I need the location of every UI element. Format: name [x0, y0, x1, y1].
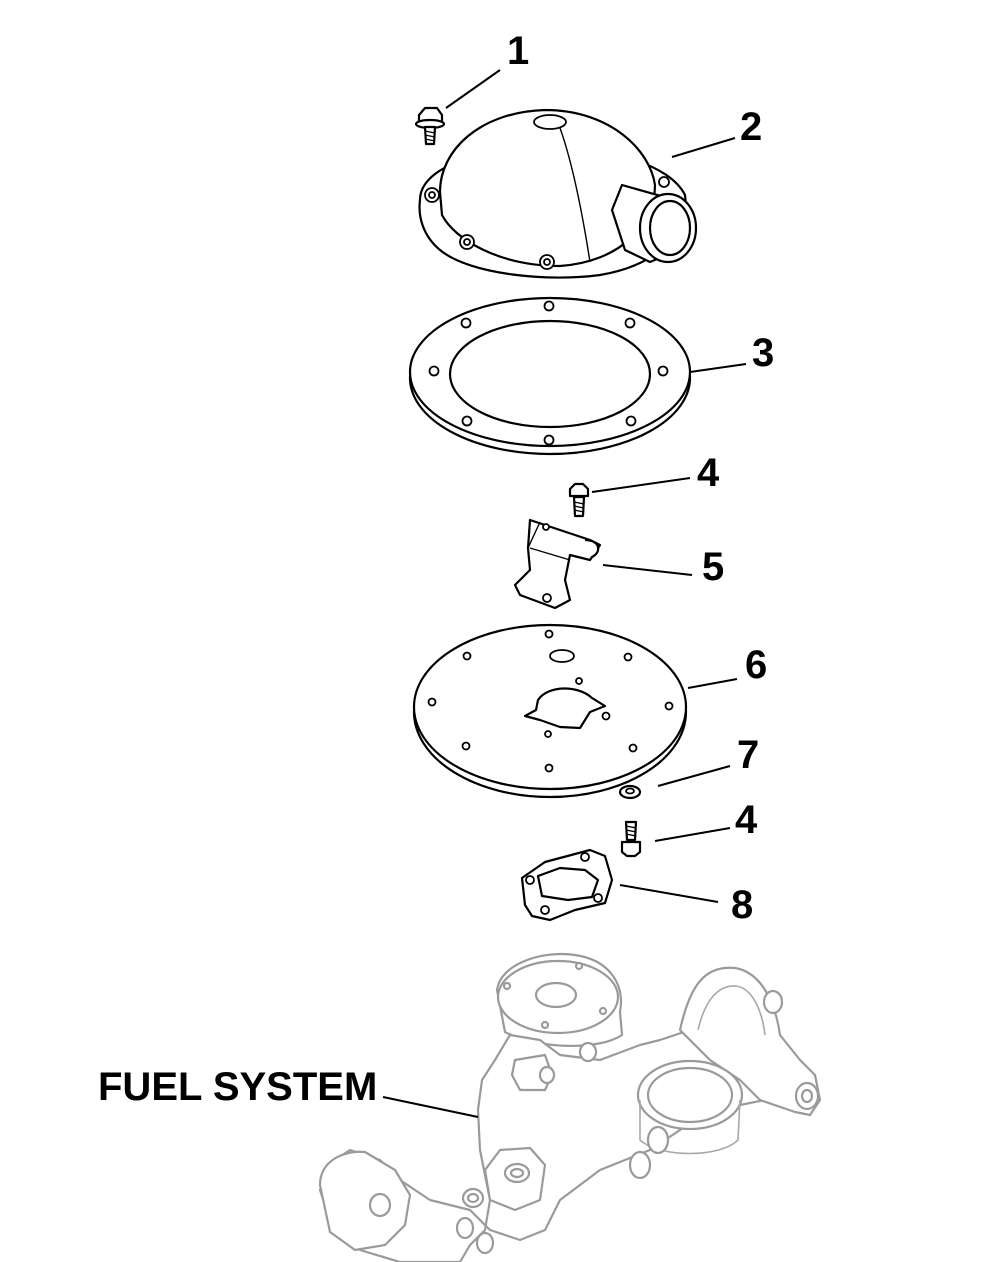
leader-1	[445, 69, 501, 109]
part-8-gasket	[520, 848, 614, 922]
fuel-system-assembly	[318, 953, 822, 1262]
leader-8	[619, 884, 719, 903]
part-5-bracket	[513, 518, 602, 610]
callout-8: 8	[731, 883, 753, 927]
callout-3: 3	[752, 331, 774, 375]
callout-7: 7	[737, 733, 759, 777]
part-7-washer	[618, 784, 642, 800]
part-1-bolt	[414, 106, 446, 146]
callout-6: 6	[745, 643, 767, 687]
leader-4-upper	[591, 477, 691, 493]
callout-5: 5	[702, 545, 724, 589]
leader-3	[689, 363, 747, 373]
part-3-gasket	[408, 296, 692, 456]
fuel-system-label: FUEL SYSTEM	[98, 1065, 377, 1109]
leader-5	[602, 564, 693, 576]
leader-2	[671, 137, 736, 158]
leader-6	[687, 678, 738, 689]
leader-4-lower	[654, 827, 731, 842]
callout-2: 2	[740, 105, 762, 149]
callout-4-lower: 4	[735, 798, 758, 842]
part-4-bolt-lower	[620, 820, 642, 858]
part-4-bolt-upper	[568, 482, 590, 518]
part-2-cover	[418, 108, 698, 279]
callout-1: 1	[507, 29, 529, 73]
part-6-plate	[412, 623, 688, 799]
callout-4-upper: 4	[697, 451, 720, 495]
leader-fuel-system	[382, 1096, 479, 1118]
leader-7	[657, 765, 731, 787]
